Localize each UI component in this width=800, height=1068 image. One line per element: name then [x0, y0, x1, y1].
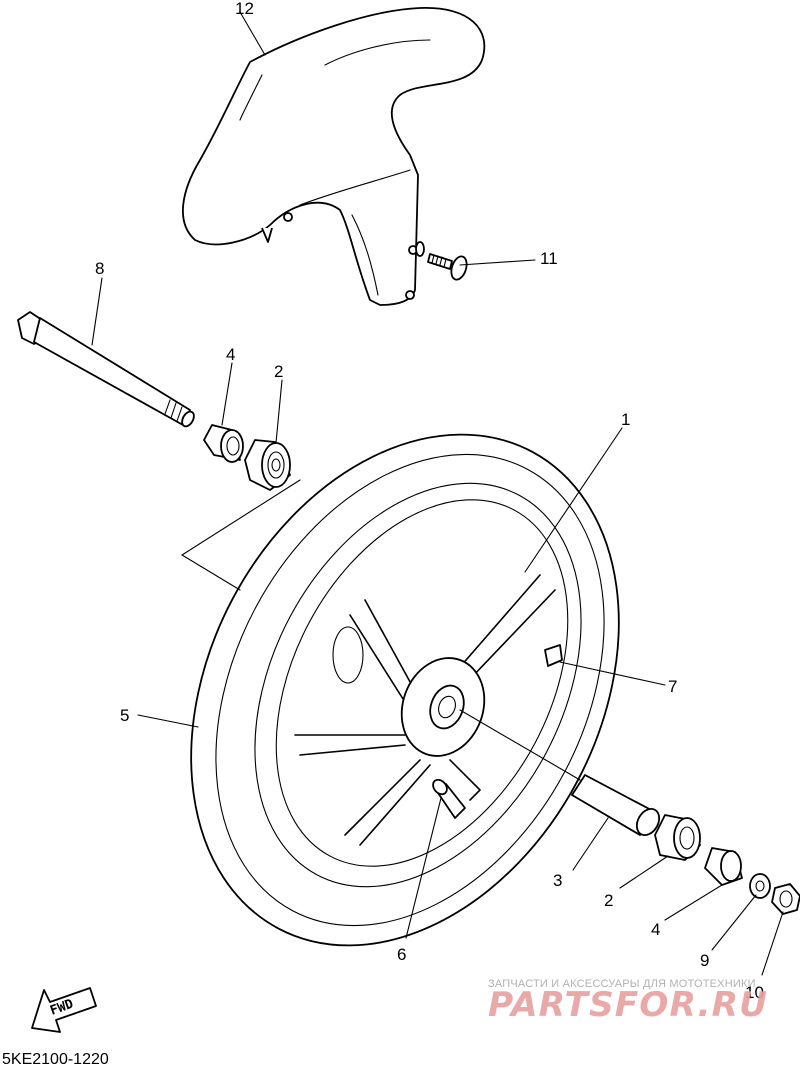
front-fender: [182, 7, 486, 306]
fwd-arrow: FWD: [31, 987, 97, 1033]
spacer-collar: [571, 774, 661, 837]
callout-3: 3: [553, 871, 562, 890]
callout-10: 10: [745, 983, 764, 1002]
watermark: ЗАПЧАСТИ И АКСЕССУАРЫ ДЛЯ МОТОТЕХНИКИ PA…: [488, 978, 768, 1025]
callout-2-left: 2: [274, 362, 283, 381]
callout-12: 11: [540, 249, 558, 268]
collar-right: [704, 847, 743, 886]
washer: [749, 873, 771, 899]
front-axle: [17, 311, 195, 428]
callout-6: 6: [397, 945, 406, 964]
callouts: 12 11 8 4 2 1 7 5 3 2 4 9 6 10: [95, 0, 764, 1002]
leader-lines: [91, 11, 784, 976]
callout-7: 7: [668, 677, 677, 696]
diagram-code: 5KE2100-1220: [2, 1051, 109, 1068]
callout-9: 9: [700, 951, 709, 970]
tire-valve: [432, 778, 466, 819]
callout-11: 12: [235, 0, 254, 18]
axle-nut: [771, 883, 800, 915]
callout-4-right: 4: [651, 920, 660, 939]
assembly-guides: [180, 479, 581, 781]
watermark-tagline: ЗАПЧАСТИ И АКСЕССУАРЫ ДЛЯ МОТОТЕХНИКИ: [488, 978, 756, 990]
bearing-right: [654, 814, 701, 861]
bearing-left: [244, 439, 291, 491]
callout-5: 5: [120, 706, 129, 725]
callout-8: 8: [95, 259, 104, 278]
callout-4-left: 4: [226, 345, 235, 364]
front-wheel: [190, 433, 620, 947]
collar-left: [203, 424, 244, 463]
watermark-logo: PARTSFOR.RU: [488, 985, 768, 1025]
callout-1: 1: [621, 410, 630, 429]
callout-2-right: 2: [604, 891, 613, 910]
fender-bolt: [415, 241, 468, 281]
